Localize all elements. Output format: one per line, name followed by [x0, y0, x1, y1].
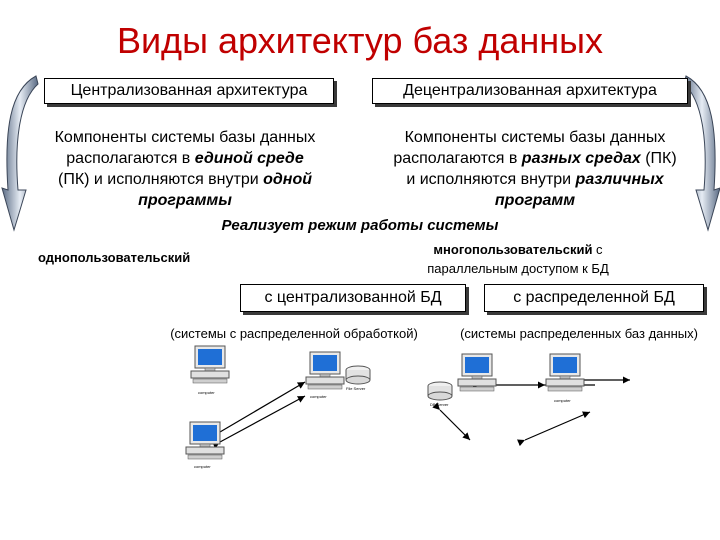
right-curved-arrow: [684, 75, 720, 232]
link-7: [516, 411, 591, 447]
left-curved-arrow: [1, 75, 39, 232]
computer-icon: [545, 353, 585, 392]
computer-caption-2: computer: [310, 394, 327, 399]
computer-icon: [185, 421, 225, 460]
decentralized-architecture-box: Децентрализованная архитектура: [372, 78, 688, 104]
computer-caption-3: computer: [194, 464, 211, 469]
db-caption-1: DB Server: [430, 402, 449, 407]
decentralized-description: Компоненты системы базы данных располага…: [393, 129, 677, 209]
link-1: [211, 381, 306, 439]
file-server-caption: File Server: [346, 386, 366, 391]
centralized-architecture-label: Централизованная архитектура: [70, 82, 308, 99]
computer-icon: [457, 353, 497, 392]
computer-icon: [305, 351, 345, 390]
centralized-network: computer computer File Server computer: [185, 345, 371, 469]
centralized-architecture-box: Централизованная архитектура: [44, 78, 334, 104]
link-2: [211, 395, 306, 449]
distributed-processing-caption: (системы с распределенной обработкой): [170, 326, 418, 341]
mode-label: Реализует режим работы системы: [221, 217, 499, 234]
database-icon: [427, 381, 453, 401]
centralized-db-box: с централизованной БД: [240, 284, 466, 312]
multi-user-label: многопользовательский с параллельным дос…: [427, 242, 609, 276]
distributed-databases-caption: (системы распределенных баз данных): [460, 326, 698, 341]
distributed-network: DB Server computer: [427, 353, 630, 447]
network-diagrams: computer computer File Server computer D…: [185, 345, 630, 469]
page-title: Виды архитектур баз данных: [116, 20, 604, 61]
link-6: [432, 402, 471, 441]
distributed-db-box: с распределенной БД: [484, 284, 704, 312]
file-server-icon: [345, 365, 371, 385]
computer-caption-1: computer: [198, 390, 215, 395]
decentralized-architecture-label: Децентрализованная архитектура: [403, 82, 657, 99]
single-user-label: однопользовательский: [38, 250, 191, 265]
computer-caption-4: computer: [554, 398, 571, 403]
computer-icon: [190, 345, 230, 384]
centralized-description: Компоненты системы базы данных располага…: [54, 129, 316, 209]
